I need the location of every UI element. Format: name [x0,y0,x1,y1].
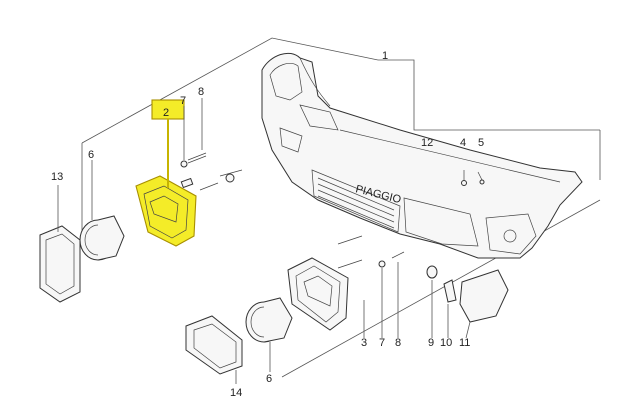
callout-10: 10 [440,337,452,349]
highlighted-bracket [135,99,197,247]
diagram-frame-lines [81,37,601,378]
callout-3: 3 [361,337,367,349]
callout-8-upper: 8 [198,86,204,98]
callout-1: 1 [382,50,388,62]
callout-12: 12 [421,137,433,149]
callout-labels: 1 2 3 4 5 6 6 7 7 8 8 9 10 11 12 13 14 [51,50,484,399]
callout-11: 11 [459,337,470,349]
bolt-8-lower [391,251,405,338]
callout-7-upper: 7 [180,95,186,107]
screw-7-upper [180,106,194,189]
callout-6-lower: 6 [266,373,272,385]
callout-4: 4 [460,137,466,149]
screw-7-lower [337,235,386,338]
fog-lamp-6-upper [79,160,125,261]
bulb-9 [426,265,438,338]
lower-bracket [287,257,349,331]
fog-lamp-6-lower [245,297,293,372]
callout-9: 9 [428,337,434,349]
cover-11 [459,269,509,339]
callout-8-lower: 8 [395,337,401,349]
front-bumper: PIAGGIO [261,52,583,259]
callout-2: 2 [163,107,169,119]
callout-7-lower: 7 [379,337,385,349]
lamp-frame-14 [185,315,243,384]
bolt-8-upper [187,98,243,191]
callout-13: 13 [51,171,63,183]
callout-5: 5 [478,137,484,149]
clip-10 [443,279,457,338]
callout-6-upper: 6 [88,149,94,161]
lamp-frame-13 [39,185,81,303]
screw-4 [461,170,467,186]
screw-5 [477,171,485,185]
callout-14: 14 [230,387,242,399]
